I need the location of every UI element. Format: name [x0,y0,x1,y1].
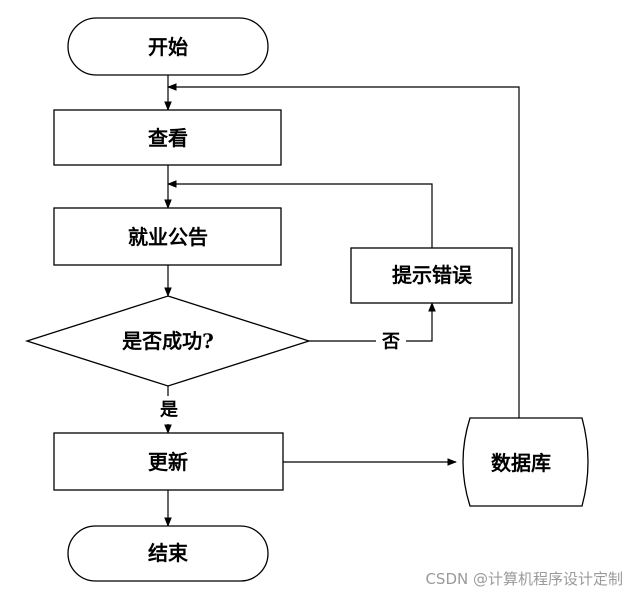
start-shape [67,17,269,76]
edge-label-no: 否 [381,332,400,353]
update-label: 更新 [148,450,188,474]
database-node: 数据库 [462,417,589,507]
edge-decision-to-error [309,302,436,342]
no-label-bg [376,327,406,355]
yes-label-bg [155,396,183,424]
notice-shape [53,207,282,266]
end-shape [67,525,269,582]
edge-database-to-view [167,83,520,418]
decision-label: 是否成功? [121,329,214,353]
update-shape [53,432,284,491]
view-shape [53,109,282,166]
update-node: 更新 [53,432,284,491]
error-label: 提示错误 [392,263,473,287]
edge-label-yes: 是 [159,400,178,421]
start-label: 开始 [148,35,188,59]
database-shape [462,417,589,507]
database-label: 数据库 [491,451,551,475]
notice-node: 就业公告 [53,207,282,266]
error-node: 提示错误 [350,247,513,304]
view-node: 查看 [53,109,282,166]
end-node: 结束 [67,525,269,582]
notice-label: 就业公告 [128,225,208,249]
error-shape [350,247,513,304]
start-node: 开始 [67,17,269,76]
watermark: CSDN @计算机程序设计定制 [425,570,623,588]
connectors [164,75,520,527]
end-label: 结束 [148,541,189,565]
edge-error-to-view [167,180,433,248]
view-label: 查看 [148,126,188,150]
decision-node: 是否成功? [24,295,312,387]
decision-shape [24,295,312,387]
